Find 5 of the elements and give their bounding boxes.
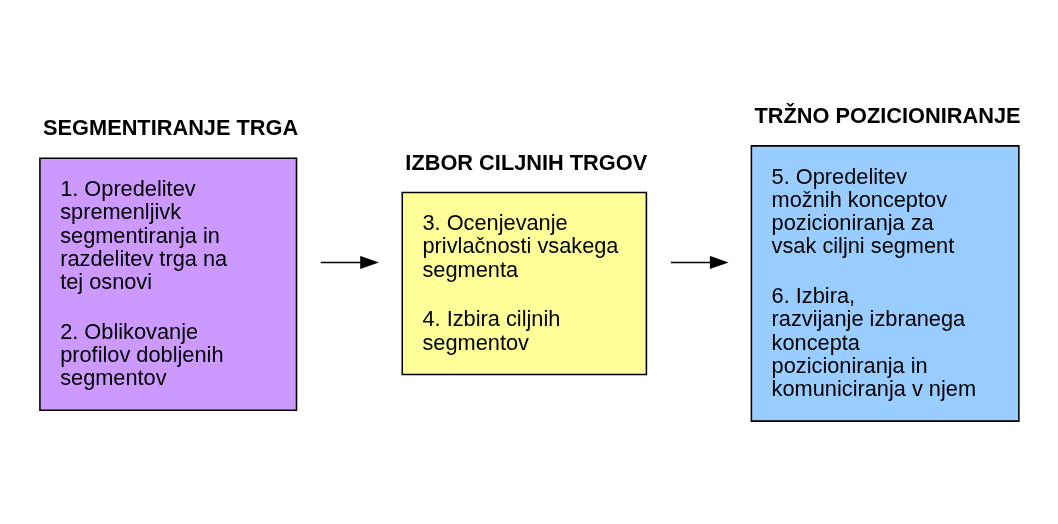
arrow [320, 255, 379, 269]
node-label: TRŽNO POZICIONIRANJE [754, 102, 1021, 128]
arrow [670, 255, 729, 269]
node-label: IZBOR CILJNIH TRGOV [405, 149, 648, 175]
node-label: SEGMENTIRANJE TRGA [43, 114, 299, 140]
